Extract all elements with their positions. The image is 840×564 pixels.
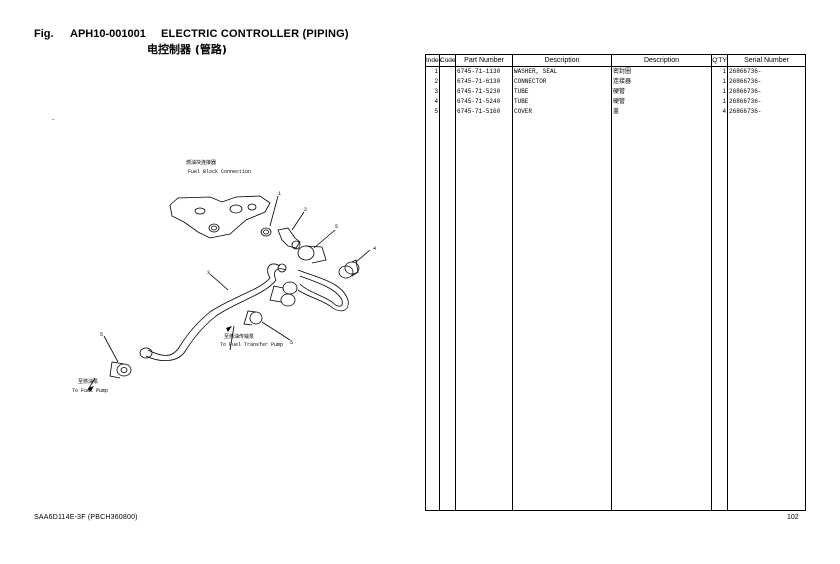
label-transfer-pump-cn: 至燃油传输泵 (224, 333, 254, 340)
cover-middle (243, 310, 263, 326)
header-part-number: Part Number (455, 54, 513, 67)
row-index: 4 (425, 97, 440, 107)
table-filler (425, 117, 806, 511)
washer-seal (260, 227, 272, 237)
row-part-number: 6745-71-1130 (455, 66, 513, 77)
callout-5a: 5 (335, 224, 338, 230)
row-code (439, 77, 456, 87)
arrow-transfer-pump (226, 326, 232, 332)
row-code (439, 66, 456, 77)
row-part-number: 6745-71-5160 (455, 107, 513, 117)
row-qty: 1 (711, 97, 728, 107)
row-index: 5 (425, 107, 440, 117)
row-description-cn: 硬管 (611, 87, 712, 97)
table-row: 2 6745-71-6130 CONNECTOR 连接器 1 26866736- (425, 77, 806, 87)
row-description-en: CONNECTOR (512, 77, 612, 87)
callout-5c: 5 (100, 332, 103, 338)
row-part-number: 6745-71-5240 (455, 97, 513, 107)
row-serial: 26866736- (727, 77, 806, 87)
header-code: Code (439, 54, 456, 67)
callout-2: 2 (304, 207, 307, 213)
row-serial: 26866736- (727, 87, 806, 97)
row-description-cn: 连接器 (611, 77, 712, 87)
row-code (439, 97, 456, 107)
row-description-en: TUBE (512, 87, 612, 97)
row-qty: 4 (711, 107, 728, 117)
row-serial: 26866736- (727, 66, 806, 77)
row-code (439, 107, 456, 117)
piping-diagram: 1 2 3 4 5 5 5 燃油块连接器 Fuel Block Connecti… (72, 159, 376, 394)
fuel-block-bracket (169, 195, 271, 239)
table-row: 1 6745-71-1130 WASHER, SEAL 密封圈 1 268667… (425, 66, 806, 77)
table-row: 5 6745-71-5160 COVER 盖 4 26866736- (425, 107, 806, 117)
row-description-en: TUBE (512, 97, 612, 107)
fig-label: Fig. (34, 28, 54, 40)
row-qty: 1 (711, 66, 728, 77)
header-description-en: Description (512, 54, 612, 67)
header-description-cn: Description (611, 54, 712, 67)
header-serial-number: Serial Number (727, 54, 806, 67)
header-index: Index (425, 54, 442, 67)
row-index: 1 (425, 66, 440, 77)
callout-5b: 5 (290, 340, 293, 346)
row-description-cn: 硬管 (611, 97, 712, 107)
page-title-cn: 电控制器 (管路) (147, 43, 227, 56)
row-index: 2 (425, 77, 440, 87)
label-fuel-block-cn: 燃油块连接器 (186, 159, 216, 166)
arrow-fuel-pump (88, 386, 94, 392)
callout-4: 4 (373, 246, 376, 252)
callout-1: 1 (278, 191, 281, 197)
row-qty: 1 (711, 87, 728, 97)
table-row: 4 6745-71-5240 TUBE 硬管 1 26866736- (425, 97, 806, 107)
row-serial: 26866736- (727, 107, 806, 117)
row-part-number: 6745-71-5230 (455, 87, 513, 97)
tube-4 (297, 259, 360, 312)
speck (52, 119, 54, 120)
row-description-cn: 盖 (611, 107, 712, 117)
row-serial: 26866736- (727, 97, 806, 107)
row-qty: 1 (711, 77, 728, 87)
footer-model: SAA6D114E-3F (PBCH360800) (34, 514, 138, 521)
row-description-en: COVER (512, 107, 612, 117)
double-fitting (269, 281, 298, 307)
page-title: ELECTRIC CONTROLLER (PIPING) (161, 28, 349, 40)
row-index: 3 (425, 87, 440, 97)
row-description-cn: 密封圈 (611, 66, 712, 77)
fig-code: APH10-001001 (70, 28, 146, 40)
connector (277, 227, 301, 250)
header-qty: Q'TY (711, 54, 728, 67)
callout-3: 3 (207, 270, 210, 276)
row-part-number: 6745-71-6130 (455, 77, 513, 87)
row-description-en: WASHER, SEAL (512, 66, 612, 77)
cover-upper (297, 245, 327, 264)
page-number: 102 (787, 514, 799, 521)
row-code (439, 87, 456, 97)
label-fuel-block-en: Fuel Block Connection (188, 169, 251, 175)
parts-table: Index Code Part Number Description Descr… (425, 54, 806, 511)
tube-3 (139, 263, 287, 361)
label-fuel-pump-cn: 至燃油泵 (78, 378, 98, 385)
cover-lower (109, 361, 132, 379)
table-row: 3 6745-71-5230 TUBE 硬管 1 26866736- (425, 87, 806, 97)
label-transfer-pump-en: To Fuel Transfer Pump (220, 342, 283, 348)
